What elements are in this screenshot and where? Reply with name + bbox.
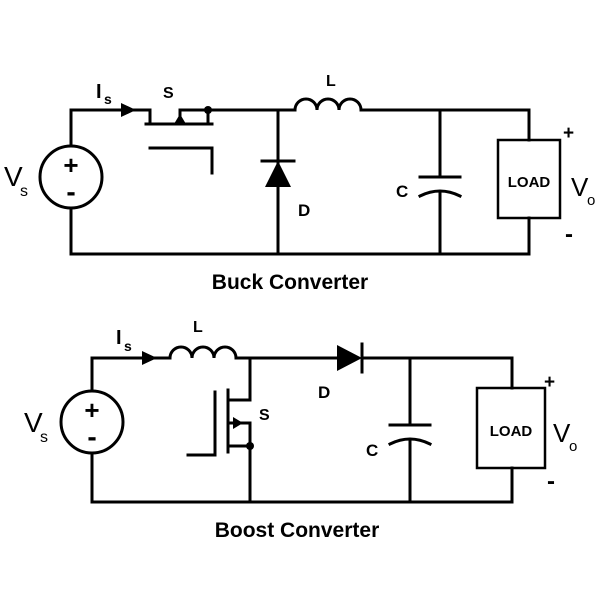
boost-current-label: I <box>116 327 122 349</box>
boost-source-subscript: s <box>40 429 48 446</box>
buck-inductor <box>293 97 363 112</box>
boost-switch-label: S <box>259 407 270 424</box>
buck-out-subscript: o <box>587 192 595 209</box>
buck-diode <box>260 159 296 187</box>
boost-capacitor <box>387 423 433 447</box>
buck-diode-label: D <box>298 201 310 220</box>
buck-out-minus: - <box>565 221 573 248</box>
boost-source-minus: - <box>87 421 96 452</box>
boost-switch-mosfet <box>186 388 254 457</box>
boost-title: Boost Converter <box>215 519 380 542</box>
boost-right-top-wire <box>360 356 514 390</box>
boost-out-plus: + <box>544 372 555 393</box>
buck-current-subscript: s <box>104 91 112 107</box>
buck-current-arrow <box>121 103 136 117</box>
boost-current-arrow <box>142 351 157 365</box>
buck-right-top-wire <box>360 108 531 142</box>
buck-out-label: V <box>571 172 589 202</box>
boost-diode <box>337 342 364 374</box>
buck-converter-circuit: + - V s I s S L D C <box>4 73 595 294</box>
boost-capacitor-label: C <box>366 441 378 460</box>
buck-voltage-source: + - <box>38 144 104 210</box>
boost-inductor <box>168 345 238 360</box>
buck-inductor-label: L <box>326 73 336 90</box>
boost-out-subscript: o <box>569 438 577 455</box>
buck-capacitor <box>417 175 463 199</box>
buck-load-label: LOAD <box>508 174 551 191</box>
boost-left-top-wire <box>90 356 172 392</box>
boost-diode-label: D <box>318 383 330 402</box>
boost-source-label: V <box>24 407 43 438</box>
buck-source-subscript: s <box>20 183 28 200</box>
buck-capacitor-label: C <box>396 182 408 201</box>
boost-bottom-wire <box>90 452 514 504</box>
buck-source-plus: + <box>63 150 78 180</box>
boost-load-label: LOAD <box>490 423 533 440</box>
buck-source-label: V <box>4 161 23 192</box>
boost-inductor-label: L <box>193 319 203 336</box>
buck-bottom-wire <box>69 206 531 256</box>
buck-title: Buck Converter <box>212 271 368 294</box>
buck-switch-mosfet <box>144 106 214 175</box>
buck-switch-label: S <box>163 85 174 102</box>
boost-converter-circuit: + - V s I s L S D <box>24 319 577 542</box>
boost-current-subscript: s <box>124 338 132 354</box>
buck-top-left-wire <box>69 108 152 148</box>
buck-current-label: I <box>96 81 102 103</box>
buck-out-plus: + <box>563 123 574 144</box>
boost-source-plus: + <box>84 395 99 425</box>
boost-load-box <box>475 386 547 470</box>
boost-out-label: V <box>553 418 571 448</box>
boost-voltage-source: + - <box>59 389 125 455</box>
buck-load-box <box>496 138 562 220</box>
boost-out-minus: - <box>547 468 555 495</box>
buck-source-minus: - <box>66 176 75 207</box>
